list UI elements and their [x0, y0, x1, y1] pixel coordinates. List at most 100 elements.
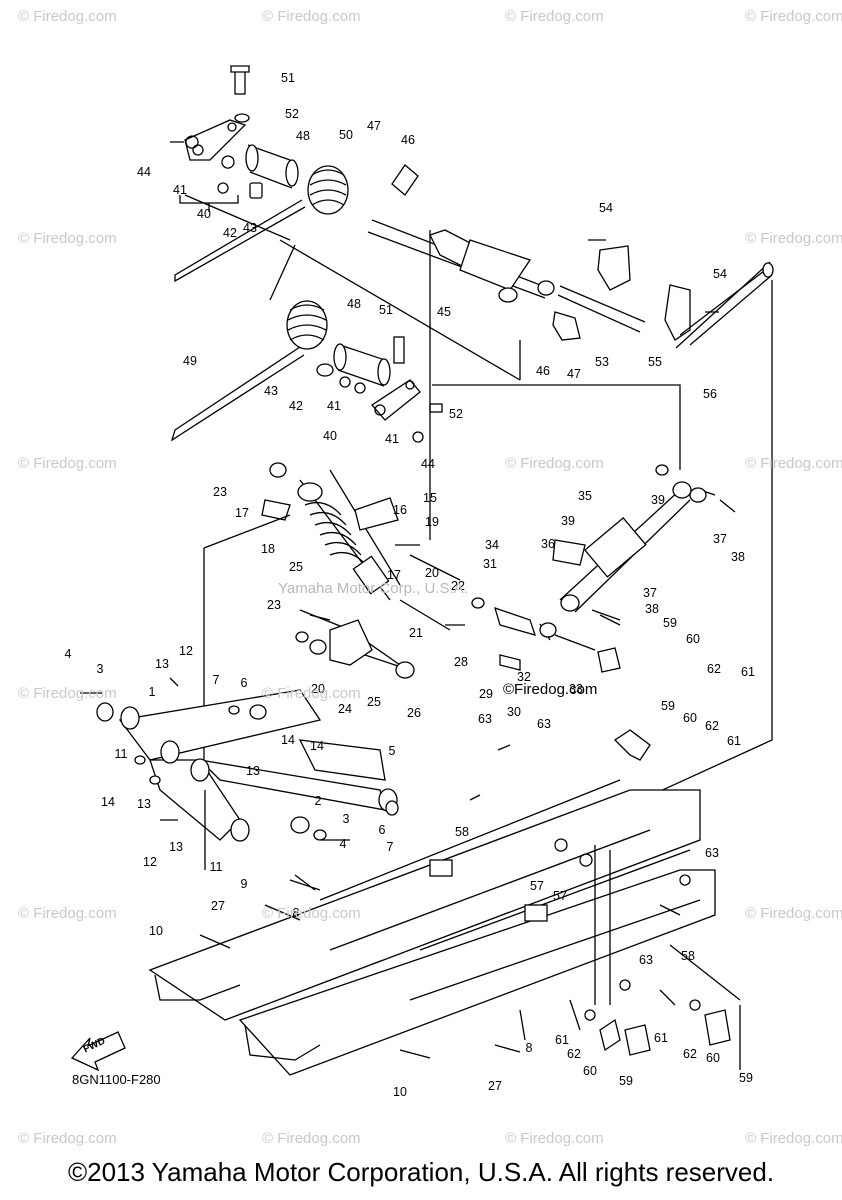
callout-number: 13: [246, 764, 260, 778]
callout-number: 20: [425, 566, 439, 580]
callout-number: 13: [137, 797, 151, 811]
callout-number: 27: [211, 899, 225, 913]
callout-number: 43: [264, 384, 278, 398]
callout-number: 41: [173, 183, 187, 197]
callout-number: 52: [285, 107, 299, 121]
watermark: © Firedog.com: [745, 8, 842, 25]
callout-number: 40: [323, 429, 337, 443]
callout-number: 52: [449, 407, 463, 421]
callout-number: 63: [537, 717, 551, 731]
callout-number: 1: [149, 685, 156, 699]
watermark: © Firedog.com: [18, 455, 117, 472]
callout-number: 13: [155, 657, 169, 671]
callout-number: 18: [261, 542, 275, 556]
callout-number: 59: [663, 616, 677, 630]
callout-number: 61: [727, 734, 741, 748]
callout-number: 31: [483, 557, 497, 571]
callout-number: 42: [289, 399, 303, 413]
callout-number: 61: [741, 665, 755, 679]
callout-number: 25: [367, 695, 381, 709]
watermark: © Firedog.com: [745, 905, 842, 922]
callout-number: 54: [599, 201, 613, 215]
callout-number: 21: [409, 626, 423, 640]
center-watermark: Yamaha Motor Corp., U.S.A.: [278, 580, 468, 597]
callout-number: 17: [387, 568, 401, 582]
callout-number: 40: [197, 207, 211, 221]
callout-number: 6: [241, 676, 248, 690]
callout-number: 26: [407, 706, 421, 720]
watermark: © Firedog.com: [18, 905, 117, 922]
callout-number: 4: [340, 837, 347, 851]
callout-number: 58: [455, 825, 469, 839]
callout-number: 57: [553, 889, 567, 903]
callout-number: 48: [296, 129, 310, 143]
callout-number: 63: [639, 953, 653, 967]
callout-number: 6: [379, 823, 386, 837]
callout-number: 51: [281, 71, 295, 85]
watermark: © Firedog.com: [505, 1130, 604, 1147]
watermark: © Firedog.com: [18, 1130, 117, 1147]
callout-number: 8: [293, 906, 300, 920]
callout-number: 55: [648, 355, 662, 369]
watermark: © Firedog.com: [262, 1130, 361, 1147]
callout-number: 24: [338, 702, 352, 716]
callout-number: 59: [661, 699, 675, 713]
watermark: © Firedog.com: [262, 8, 361, 25]
callout-number: 36: [541, 537, 555, 551]
watermark: © Firedog.com: [505, 8, 604, 25]
callout-number: 39: [561, 514, 575, 528]
callout-number: 33: [569, 682, 583, 696]
watermark: © Firedog.com: [18, 8, 117, 25]
inline-watermark: ©Firedog.com: [503, 681, 598, 698]
callout-number: 14: [101, 795, 115, 809]
callout-number: 41: [327, 399, 341, 413]
callout-number: 23: [267, 598, 281, 612]
callout-number: 51: [379, 303, 393, 317]
callout-number: 29: [479, 687, 493, 701]
callout-number: 49: [183, 354, 197, 368]
callout-number: 14: [310, 739, 324, 753]
callout-number: 11: [115, 747, 128, 761]
callout-number: 30: [507, 705, 521, 719]
callout-number: 38: [645, 602, 659, 616]
callout-number: 43: [243, 221, 257, 235]
callout-number: 60: [583, 1064, 597, 1078]
watermark: © Firedog.com: [262, 905, 361, 922]
callout-number: 53: [595, 355, 609, 369]
callout-number: 62: [683, 1047, 697, 1061]
callout-number: 61: [654, 1031, 668, 1045]
callout-number: 46: [401, 133, 415, 147]
callout-number: 23: [213, 485, 227, 499]
callout-number: 3: [97, 662, 104, 676]
copyright-notice: ©2013 Yamaha Motor Corporation, U.S.A. A…: [67, 1157, 775, 1187]
callout-number: 60: [683, 711, 697, 725]
callout-number: 8: [526, 1041, 533, 1055]
callout-number: 17: [235, 506, 249, 520]
callout-number: 56: [703, 387, 717, 401]
callout-number: 47: [567, 367, 581, 381]
callout-number: 12: [179, 644, 193, 658]
callout-number: 32: [517, 670, 531, 684]
callout-number: 37: [713, 532, 727, 546]
callout-number: 27: [488, 1079, 502, 1093]
callout-number: 3: [343, 812, 350, 826]
callout-number: 38: [731, 550, 745, 564]
callout-number: 5: [389, 744, 396, 758]
callout-number: 25: [289, 560, 303, 574]
diagram-linework: [70, 65, 774, 1076]
callout-number: 4: [65, 647, 72, 661]
callout-number: 28: [454, 655, 468, 669]
callout-number: 57: [530, 879, 544, 893]
watermark: © Firedog.com: [745, 1130, 842, 1147]
callout-number: 19: [425, 515, 439, 529]
callout-number: 48: [347, 297, 361, 311]
callout-number: 45: [437, 305, 451, 319]
callout-number: 42: [223, 226, 237, 240]
callout-number: 10: [393, 1085, 407, 1099]
callout-number: 62: [707, 662, 721, 676]
callout-number: 54: [713, 267, 727, 281]
watermark: © Firedog.com: [262, 685, 361, 702]
callout-number: 14: [281, 733, 295, 747]
callout-number: 37: [643, 586, 657, 600]
